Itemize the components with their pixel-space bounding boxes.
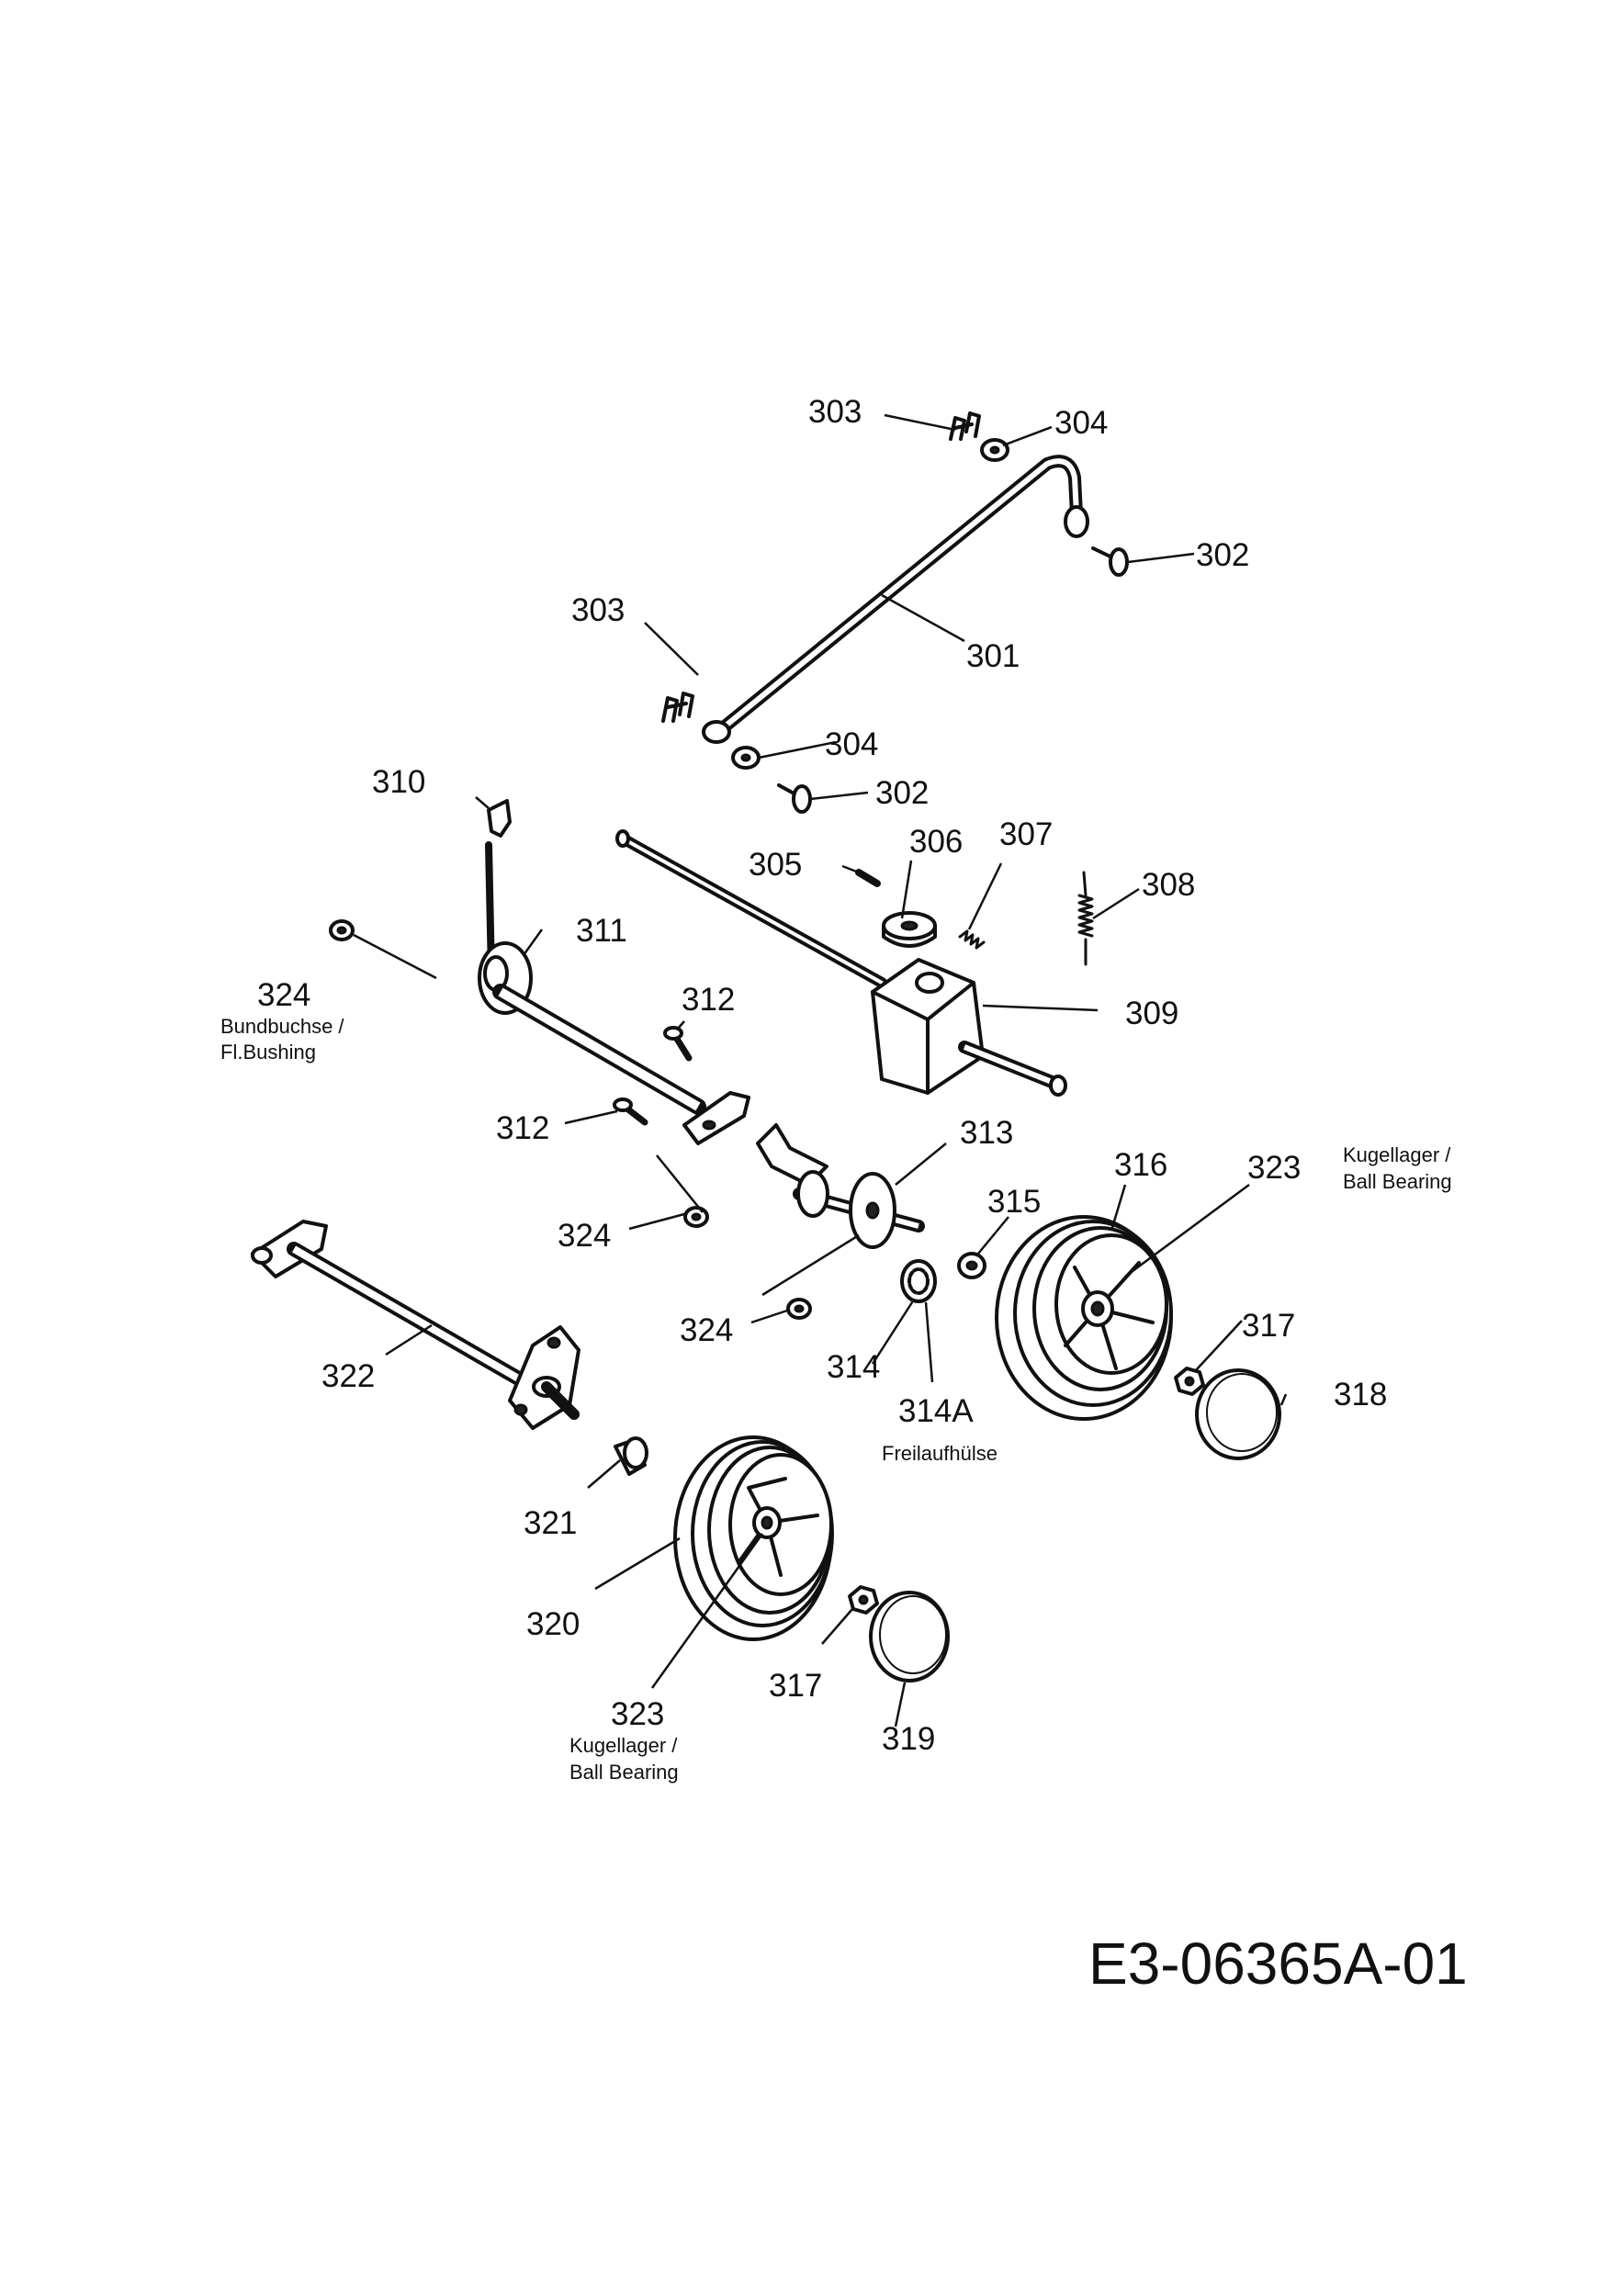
note-bearing-de-left: Kugellager / [569, 1734, 678, 1757]
callout-313: 313 [960, 1115, 1013, 1151]
callout-317-right: 317 [1242, 1308, 1295, 1344]
callout-323-right: 323 [1247, 1150, 1301, 1186]
part-304-washer-top [980, 438, 1009, 462]
callout-309: 309 [1125, 996, 1178, 1031]
part-303-clip-left [661, 692, 694, 723]
callout-314A: 314A [898, 1393, 974, 1429]
part-315-washer [957, 1252, 986, 1279]
note-bearing-de-right: Kugellager / [1343, 1143, 1451, 1166]
part-309-gearbox [615, 829, 1067, 1097]
part-314-gear [900, 1259, 937, 1303]
callout-320: 320 [526, 1606, 580, 1642]
part-324-bushing-low [786, 1298, 812, 1320]
part-312-screw-lower [613, 1097, 648, 1126]
note-bearing-en-right: Ball Bearing [1343, 1170, 1452, 1193]
callout-318: 318 [1334, 1377, 1387, 1412]
part-320-wheel [673, 1435, 834, 1641]
callout-306: 306 [909, 824, 963, 860]
callout-324-top: 324 [257, 977, 310, 1013]
part-318-cap [1195, 1368, 1281, 1460]
diagram-code: E3-06365A-01 [1088, 1930, 1468, 1997]
callout-315: 315 [987, 1184, 1041, 1220]
part-311-hub [478, 841, 706, 1115]
callout-303-top: 303 [808, 394, 862, 430]
callout-302-left: 302 [875, 775, 929, 811]
callout-301: 301 [966, 638, 1020, 674]
callout-310: 310 [372, 764, 425, 800]
part-317-nut-right [1174, 1367, 1205, 1396]
callout-308: 308 [1142, 867, 1195, 903]
callout-314: 314 [827, 1349, 880, 1385]
callout-307: 307 [999, 816, 1053, 852]
callout-322: 322 [321, 1358, 375, 1394]
part-317-nut-left [848, 1585, 879, 1615]
part-316-wheel [995, 1215, 1173, 1421]
part-312-screw-upper [663, 1026, 693, 1062]
callout-323-left: 323 [611, 1696, 664, 1732]
callout-labels: 303 304 302 303 301 304 302 310 305 306 … [220, 394, 1452, 1784]
part-302-pin-top [1091, 546, 1129, 577]
callout-304-left: 304 [825, 726, 878, 762]
part-301-drive-rod [702, 455, 1089, 744]
part-306-roller [882, 911, 937, 948]
part-305-pin [855, 869, 881, 887]
part-303-clip-top [949, 411, 981, 441]
callout-311: 311 [576, 913, 627, 949]
callout-324-low: 324 [680, 1312, 733, 1348]
part-324-bushing-mid [683, 1206, 709, 1228]
part-304-washer-left [731, 746, 761, 770]
part-313-hub [756, 1123, 925, 1249]
callout-312-top: 312 [682, 982, 735, 1018]
part-319-cap [869, 1591, 950, 1683]
callout-302-top: 302 [1196, 537, 1249, 573]
part-308-spring [1077, 871, 1094, 966]
note-bushing-de: Bundbuchse / [220, 1015, 344, 1038]
callout-321: 321 [524, 1505, 577, 1541]
part-302-pin-left [777, 783, 812, 814]
note-bushing-en: Fl.Bushing [220, 1041, 316, 1064]
part-324-bushing-top [329, 919, 355, 941]
callout-312-left: 312 [496, 1110, 549, 1146]
part-310-knob [487, 799, 512, 838]
part-bracket-plate [682, 1091, 750, 1145]
callout-319: 319 [882, 1721, 935, 1757]
leader-lines [353, 413, 1288, 1728]
callout-303-left: 303 [571, 592, 625, 628]
callout-316: 316 [1114, 1147, 1167, 1183]
note-freewheel: Freilaufhülse [882, 1442, 997, 1465]
callout-317-left: 317 [769, 1668, 822, 1704]
part-307-spring [958, 929, 986, 950]
part-321-bushing [614, 1436, 648, 1476]
part-322-axle [251, 1220, 580, 1430]
callout-324-mid: 324 [558, 1218, 611, 1254]
callout-305: 305 [749, 847, 802, 883]
note-bearing-en-left: Ball Bearing [569, 1761, 679, 1784]
callout-304-top: 304 [1054, 405, 1108, 441]
